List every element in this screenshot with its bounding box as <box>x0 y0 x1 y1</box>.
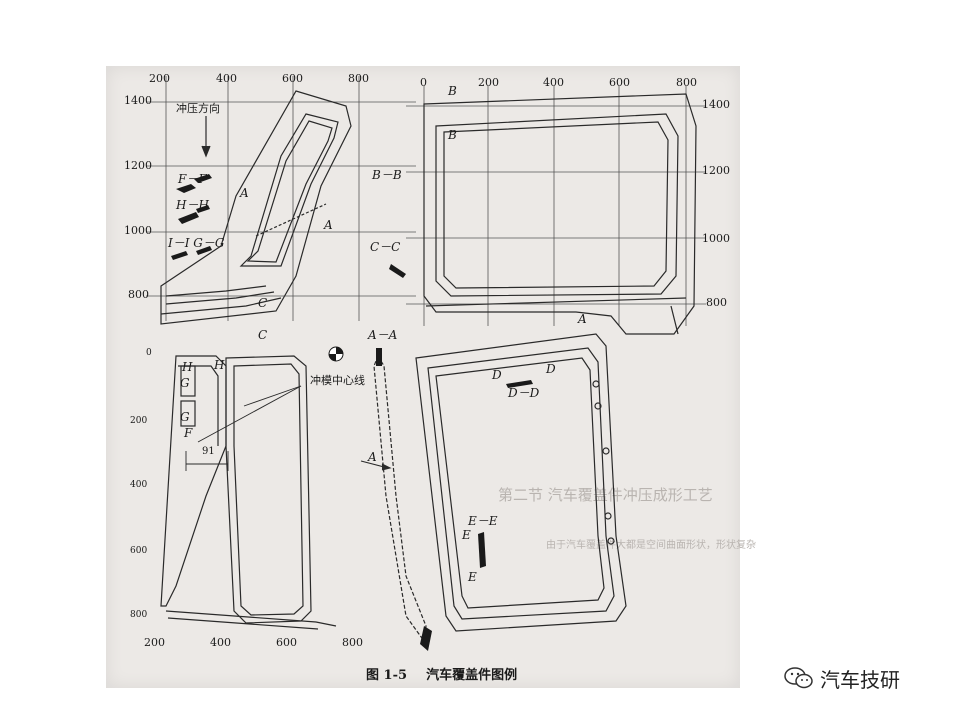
marker-a-1: A <box>240 186 249 200</box>
marker-c-2: C <box>258 328 268 342</box>
marker-h-2: H <box>214 358 225 372</box>
b-x-tick-200: 200 <box>144 636 165 649</box>
marker-h-1: H <box>182 360 193 374</box>
marker-d-2: D <box>546 362 556 376</box>
section-bb-label: B－B <box>372 168 402 182</box>
tr-x-tick-800: 800 <box>676 76 697 89</box>
b-y-tick-400: 400 <box>130 480 148 490</box>
marker-b-2: B <box>448 128 457 142</box>
marker-e-2: E <box>468 570 477 584</box>
watermark-label: 汽车技研 <box>820 667 900 692</box>
grid-top-left <box>146 76 416 321</box>
tl-x-tick-200: 200 <box>149 72 170 85</box>
section-hh-label: H－H <box>176 198 209 212</box>
marker-g-1: G <box>180 376 190 390</box>
technical-drawing <box>146 76 706 651</box>
dimension-91-line <box>185 451 229 471</box>
side-panel <box>423 93 697 335</box>
section-ee-label: E－E <box>468 514 498 528</box>
tr-x-tick-0: 0 <box>420 76 427 89</box>
b-y-tick-0: 0 <box>146 348 152 358</box>
caption-title: 汽车覆盖件图例 <box>426 668 518 683</box>
b-x-tick-600: 600 <box>276 636 297 649</box>
die-center-symbol <box>328 346 344 362</box>
pillar-panel <box>160 90 352 325</box>
grid-top-right <box>406 86 706 326</box>
tl-x-tick-800: 800 <box>348 72 369 85</box>
b-y-tick-200: 200 <box>130 416 148 426</box>
b-x-tick-800: 800 <box>342 636 363 649</box>
section-profiles <box>171 174 533 651</box>
tr-y-tick-1400: 1400 <box>702 98 730 111</box>
section-ii-gg-label: I－I G－G <box>168 236 225 250</box>
stamping-direction-arrow <box>201 116 211 158</box>
tl-y-tick-1400: 1400 <box>124 94 152 107</box>
section-ff-label: F－F <box>178 172 207 186</box>
tl-x-tick-400: 400 <box>216 72 237 85</box>
tl-y-tick-800: 800 <box>128 288 149 301</box>
tr-x-tick-400: 400 <box>543 76 564 89</box>
figure-caption: 图 1-5 汽车覆盖件图例 <box>366 664 517 683</box>
tl-y-tick-1000: 1000 <box>124 224 152 237</box>
tl-x-tick-600: 600 <box>282 72 303 85</box>
marker-f-1: F <box>184 426 193 440</box>
caption-number: 图 1-5 <box>366 668 408 683</box>
bleed-through-heading: 第二节 汽车覆盖件冲压成形工艺 <box>498 486 713 504</box>
b-y-tick-600: 600 <box>130 546 148 556</box>
die-centerline-label: 冲模中心线 <box>310 374 365 387</box>
tr-x-tick-200: 200 <box>478 76 499 89</box>
watermark: 汽车技研 <box>784 664 900 692</box>
tr-y-tick-1200: 1200 <box>702 164 730 177</box>
section-aa-label: A－A <box>368 328 398 342</box>
die-centerline-leaders <box>197 385 302 443</box>
section-dd-label: D－D <box>508 386 540 400</box>
marker-c-1: C <box>258 296 268 310</box>
marker-d-1: D <box>492 368 502 382</box>
bleed-through-text: 由于汽车覆盖件大都是空间曲面形状，形状复杂 <box>546 540 756 551</box>
marker-a-2: A <box>324 218 333 232</box>
marker-g-2: G <box>180 410 190 424</box>
door-edge-strip <box>373 354 427 643</box>
stamping-direction-label: 冲压方向 <box>176 102 220 115</box>
b-y-tick-800: 800 <box>130 610 148 620</box>
section-cc-label: C－C <box>370 240 401 254</box>
wechat-icon <box>784 667 813 689</box>
scanned-figure: 第二节 汽车覆盖件冲压成形工艺 由于汽车覆盖件大都是空间曲面形状，形状复杂 <box>106 66 756 688</box>
tr-y-tick-1000: 1000 <box>702 232 730 245</box>
door-panel-right <box>415 333 627 632</box>
tl-y-tick-1200: 1200 <box>124 159 152 172</box>
marker-a-3: A <box>578 312 587 326</box>
dimension-91-label: 91 <box>202 446 215 457</box>
b-x-tick-400: 400 <box>210 636 231 649</box>
marker-e-1: E <box>462 528 471 542</box>
tr-y-tick-800: 800 <box>706 296 727 309</box>
marker-b-1: B <box>448 84 457 98</box>
marker-a-4: A <box>368 450 377 464</box>
door-frame-left <box>160 355 337 630</box>
tr-x-tick-600: 600 <box>609 76 630 89</box>
section-a-arrow <box>360 460 392 471</box>
